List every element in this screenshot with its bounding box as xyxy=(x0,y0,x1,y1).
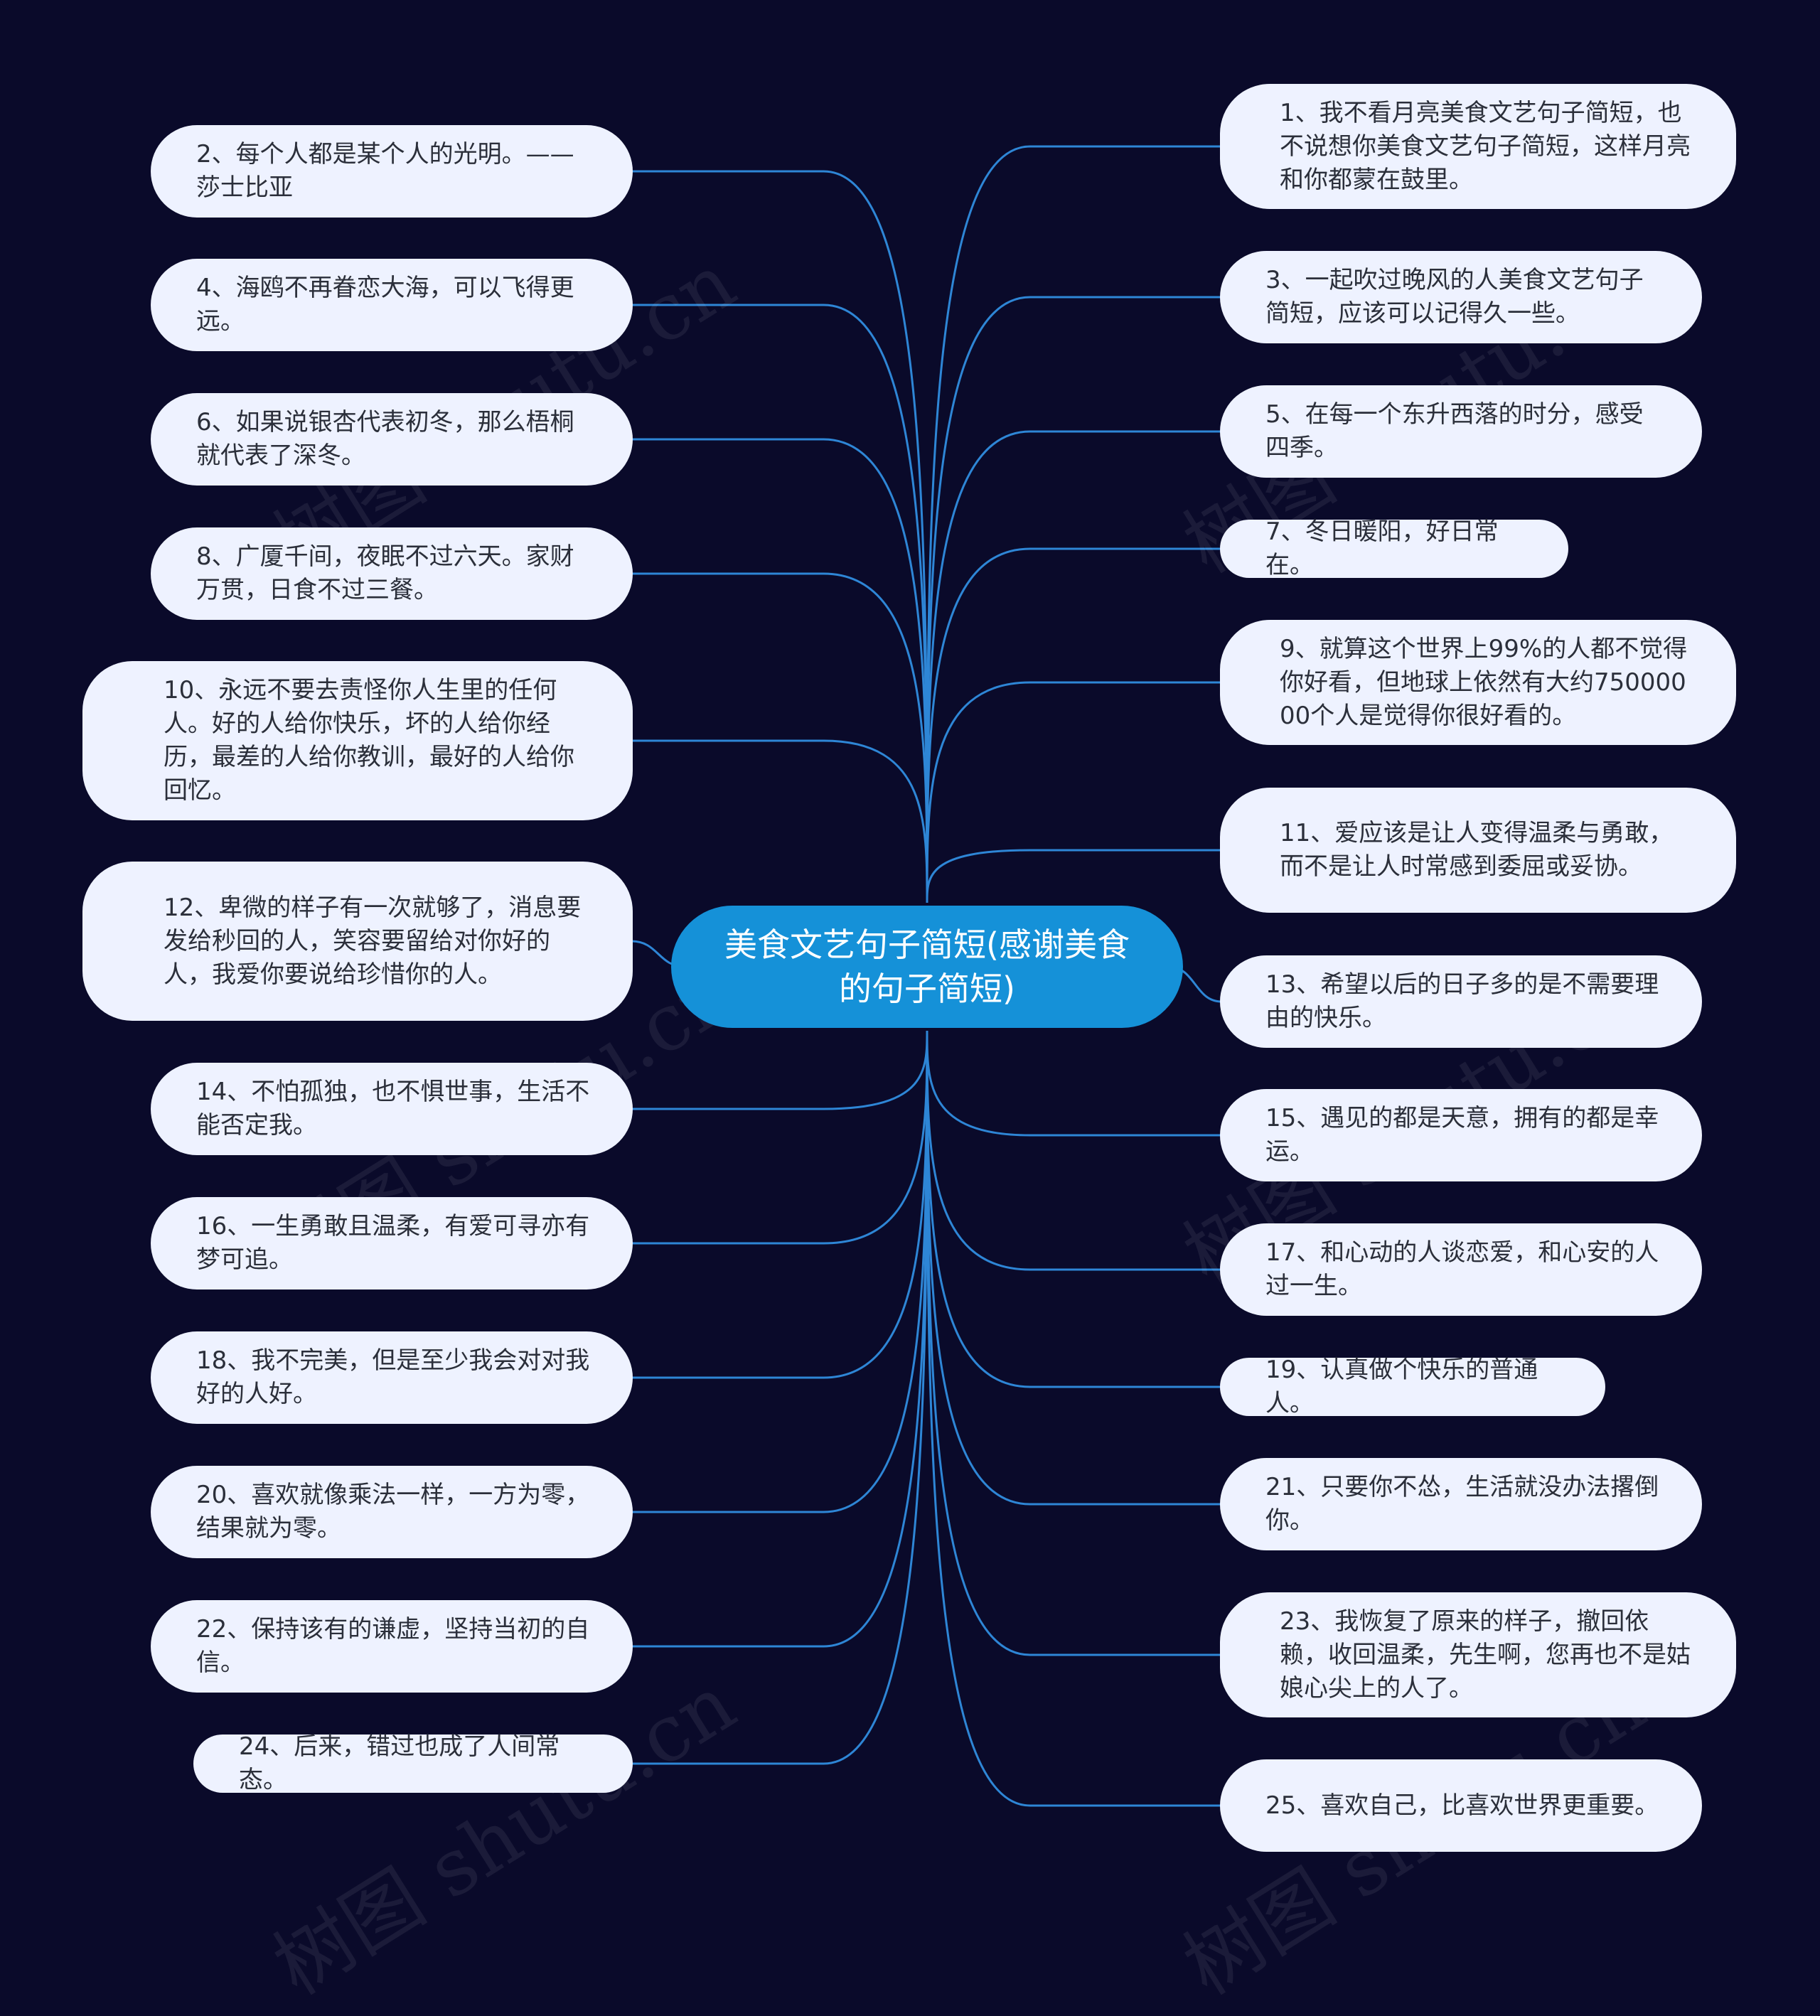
topic-node-19[interactable]: 19、认真做个快乐的普通人。 xyxy=(1220,1356,1605,1417)
topic-node-22[interactable]: 22、保持该有的谦虚，坚持当初的自信。 xyxy=(151,1600,633,1693)
connector-line xyxy=(926,1030,1221,1388)
mindmap-canvas: 树图 shutu.cn 树图 shutu.cn 树图 shutu.cn 树图 s… xyxy=(82,84,1736,2012)
topic-node-17[interactable]: 17、和心动的人谈恋爱，和心安的人过一生。 xyxy=(1220,1223,1702,1316)
topic-node-25[interactable]: 25、喜欢自己，比喜欢世界更重要。 xyxy=(1220,1759,1702,1852)
topic-node-23[interactable]: 23、我恢复了原来的样子，撤回依赖，收回温柔，先生啊，您再也不是姑娘心尖上的人了… xyxy=(1220,1592,1736,1717)
topic-node-4[interactable]: 4、海鸥不再眷恋大海，可以飞得更远。 xyxy=(151,259,633,351)
connector-line xyxy=(926,1030,1221,1271)
connector-line xyxy=(631,572,928,904)
connector-line xyxy=(926,547,1221,904)
connector-line xyxy=(926,145,1221,904)
connector-line xyxy=(631,1030,928,1379)
connector-line xyxy=(631,1030,928,1110)
center-topic[interactable]: 美食文艺句子简短(感谢美食的句子简短) xyxy=(671,906,1183,1028)
topic-node-7[interactable]: 7、冬日暖阳，好日常在。 xyxy=(1220,518,1568,579)
topic-node-8[interactable]: 8、广厦千间，夜眠不过六天。家财万贯，日食不过三餐。 xyxy=(151,527,633,620)
connector-line xyxy=(926,1030,1221,1656)
topic-node-6[interactable]: 6、如果说银杏代表初冬，那么梧桐就代表了深冬。 xyxy=(151,393,633,486)
topic-node-14[interactable]: 14、不怕孤独，也不惧世事，生活不能否定我。 xyxy=(151,1063,633,1155)
topic-node-18[interactable]: 18、我不完美，但是至少我会对对我好的人好。 xyxy=(151,1331,633,1424)
connector-line xyxy=(631,438,928,904)
topic-node-21[interactable]: 21、只要你不怂，生活就没办法撂倒你。 xyxy=(1220,1458,1702,1550)
topic-node-24[interactable]: 24、后来，错过也成了人间常态。 xyxy=(193,1732,633,1794)
connector-line xyxy=(926,681,1221,904)
connector-line xyxy=(631,1030,928,1245)
topic-node-5[interactable]: 5、在每一个东升西落的时分，感受四季。 xyxy=(1220,385,1702,478)
topic-node-16[interactable]: 16、一生勇敢且温柔，有爱可寻亦有梦可追。 xyxy=(151,1197,633,1290)
topic-node-20[interactable]: 20、喜欢就像乘法一样，一方为零，结果就为零。 xyxy=(151,1466,633,1558)
topic-node-1[interactable]: 1、我不看月亮美食文艺句子简短，也不说想你美食文艺句子简短，这样月亮和你都蒙在鼓… xyxy=(1220,84,1736,209)
connector-line xyxy=(926,430,1221,904)
topic-node-15[interactable]: 15、遇见的都是天意，拥有的都是幸运。 xyxy=(1220,1089,1702,1181)
connector-line xyxy=(926,849,1221,904)
topic-node-9[interactable]: 9、就算这个世界上99%的人都不觉得你好看，但地球上依然有大约75000000个… xyxy=(1220,620,1736,745)
connector-line xyxy=(631,1030,928,1648)
topic-node-10[interactable]: 10、永远不要去责怪你人生里的任何人。好的人给你快乐，坏的人给你经历，最差的人给… xyxy=(82,661,633,820)
topic-node-12[interactable]: 12、卑微的样子有一次就够了，消息要发给秒回的人，笑容要留给对你好的人，我爱你要… xyxy=(82,862,633,1021)
connector-lines xyxy=(631,145,1222,1807)
connector-line xyxy=(631,739,928,904)
connector-line xyxy=(926,296,1221,904)
connector-line xyxy=(926,1030,1221,1807)
connector-line xyxy=(631,1030,928,1765)
connector-line xyxy=(631,170,928,904)
connector-line xyxy=(926,1030,1221,1137)
connector-line xyxy=(926,1030,1221,1506)
topic-node-3[interactable]: 3、一起吹过晚风的人美食文艺句子简短，应该可以记得久一些。 xyxy=(1220,251,1702,343)
topic-node-2[interactable]: 2、每个人都是某个人的光明。——莎士比亚 xyxy=(151,125,633,218)
connector-line xyxy=(631,304,928,904)
topic-node-13[interactable]: 13、希望以后的日子多的是不需要理由的快乐。 xyxy=(1220,955,1702,1048)
topic-node-11[interactable]: 11、爱应该是让人变得温柔与勇敢，而不是让人时常感到委屈或妥协。 xyxy=(1220,788,1736,913)
